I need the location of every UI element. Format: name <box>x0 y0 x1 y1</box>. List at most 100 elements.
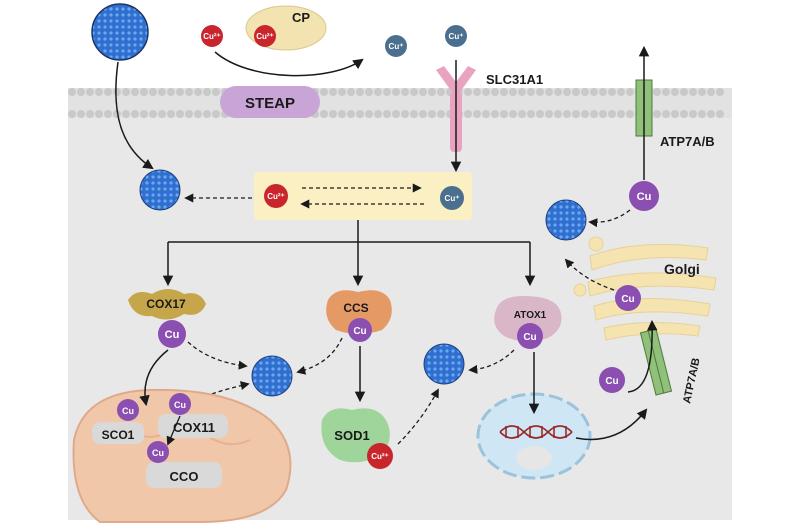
lipid-head <box>338 88 346 96</box>
steap-protein: STEAP <box>220 86 320 118</box>
lipid-head <box>626 110 634 118</box>
lipid-head <box>563 110 571 118</box>
lipid-head <box>212 88 220 96</box>
cp-label: CP <box>292 10 310 25</box>
lipid-head <box>113 88 121 96</box>
lipid-head <box>689 88 697 96</box>
nanoparticle-intracellular-left <box>139 169 181 211</box>
lipid-head <box>518 88 526 96</box>
box-cu2-label: Cu²⁺ <box>267 192 285 201</box>
svg-text:Cu: Cu <box>605 376 618 387</box>
arrow-cox11-to-cco <box>166 415 181 446</box>
lipid-head <box>707 88 715 96</box>
lipid-head <box>545 88 553 96</box>
lipid-head <box>131 110 139 118</box>
steap-label: STEAP <box>245 95 295 112</box>
lipid-head <box>527 88 535 96</box>
lipid-head <box>608 110 616 118</box>
lipid-head <box>428 88 436 96</box>
lipid-head <box>680 88 688 96</box>
arrow-cox17-to-nanoparticle <box>187 341 248 370</box>
lipid-head <box>581 110 589 118</box>
lipid-head <box>329 110 337 118</box>
lipid-head <box>473 110 481 118</box>
arrow-mito-to-nanoparticle <box>185 381 250 405</box>
lipid-head <box>68 110 76 118</box>
lipid-head <box>401 88 409 96</box>
lipid-head <box>86 88 94 96</box>
lipid-head <box>95 88 103 96</box>
lipid-head <box>716 88 724 96</box>
cu-in-golgi: Cu <box>615 285 641 311</box>
lipid-head <box>77 110 85 118</box>
lipid-head <box>140 88 148 96</box>
cu1-ion-outside-2: Cu⁺ <box>445 25 467 47</box>
lipid-head <box>158 110 166 118</box>
lipid-head <box>482 110 490 118</box>
lipid-head <box>158 88 166 96</box>
cell-membrane <box>68 88 732 118</box>
lipid-head <box>509 88 517 96</box>
lipid-head <box>383 110 391 118</box>
svg-text:Cu: Cu <box>174 400 186 410</box>
lipid-head <box>698 110 706 118</box>
lipid-head <box>419 88 427 96</box>
lipid-head <box>599 110 607 118</box>
lipid-head <box>104 88 112 96</box>
arrow-cox17-to-mitochondrion <box>139 349 169 407</box>
ccs-label: CCS <box>343 301 368 315</box>
nanoparticle-right <box>545 199 587 241</box>
lipid-head <box>356 110 364 118</box>
lipid-head <box>401 110 409 118</box>
lipid-head <box>653 110 661 118</box>
lipid-head <box>698 88 706 96</box>
atp7ab-top-label: ATP7A/B <box>660 134 715 149</box>
lipid-head <box>707 110 715 118</box>
sod1-label: SOD1 <box>334 428 369 443</box>
svg-text:Cu: Cu <box>165 329 180 341</box>
lipid-head <box>491 88 499 96</box>
lipid-head <box>653 88 661 96</box>
cco-label: CCO <box>170 469 199 484</box>
redox-exchange-box: Cu²⁺ Cu⁺ <box>254 172 472 220</box>
lipid-head <box>338 110 346 118</box>
cox11-label: COX11 <box>173 420 215 435</box>
lipid-head <box>689 110 697 118</box>
lipid-head <box>590 110 598 118</box>
lipid-head <box>410 110 418 118</box>
distribution-arrows <box>162 220 536 287</box>
arrow-cu-to-nanoparticle-right <box>588 209 631 228</box>
lipid-head <box>95 110 103 118</box>
cu1-ion-outside-1: Cu⁺ <box>385 35 407 57</box>
nanoparticle-near-atox1 <box>423 343 465 385</box>
lipid-head <box>590 88 598 96</box>
cp-cu2-label: Cu²⁺ <box>256 32 274 41</box>
lipid-head <box>131 88 139 96</box>
lipid-head <box>662 88 670 96</box>
atox1-label: ATOX1 <box>514 310 547 321</box>
lipid-head <box>392 88 400 96</box>
svg-text:Cu: Cu <box>152 448 164 458</box>
lipid-head <box>194 110 202 118</box>
sod1-protein: SOD1 Cu²⁺ <box>321 408 393 469</box>
lipid-head <box>563 88 571 96</box>
lipid-head <box>608 88 616 96</box>
extracellular-nanoparticle <box>91 3 149 61</box>
lipid-head <box>599 88 607 96</box>
lipid-head <box>410 88 418 96</box>
ccs-protein: CCS Cu <box>326 290 392 342</box>
lipid-head <box>662 110 670 118</box>
lipid-head <box>554 88 562 96</box>
lipid-head <box>617 110 625 118</box>
arrow-nucleus-to-atp7ab <box>575 408 648 441</box>
lipid-head <box>392 110 400 118</box>
lipid-head <box>329 88 337 96</box>
lipid-head <box>581 88 589 96</box>
nanoparticle-center <box>251 355 293 397</box>
lipid-head <box>482 88 490 96</box>
arrow-golgi-cu-to-nanoparticle <box>564 258 615 291</box>
svg-text:Cu: Cu <box>523 332 536 343</box>
lipid-head <box>320 88 328 96</box>
lipid-head <box>428 110 436 118</box>
